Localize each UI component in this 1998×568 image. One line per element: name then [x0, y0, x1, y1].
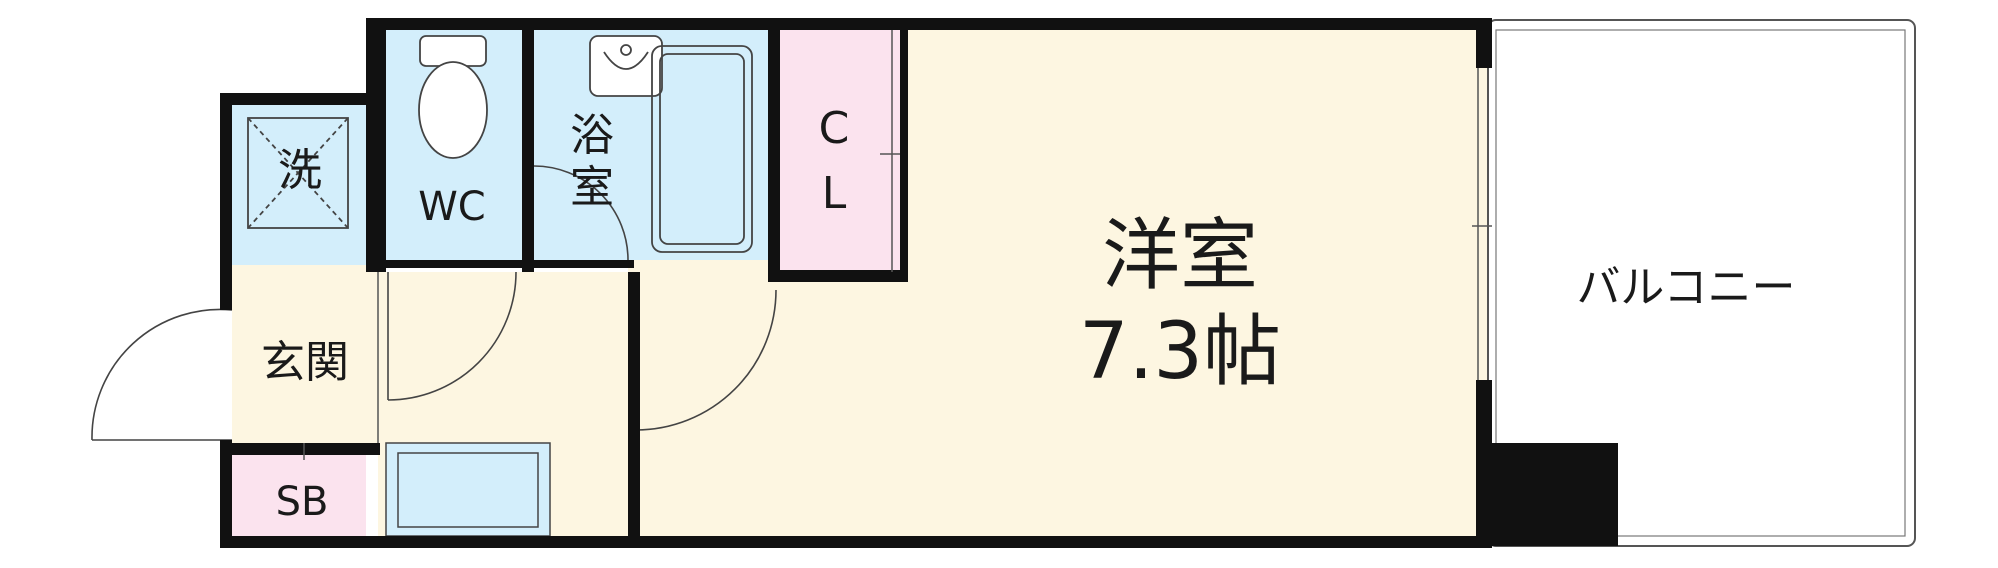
front-door-swing — [91, 308, 233, 441]
bath-label-line1: 浴 — [570, 110, 614, 161]
wc-label: WC — [418, 184, 485, 230]
western-room-label: 洋室 — [1102, 211, 1258, 301]
western-room-size: 7.3帖 — [1079, 307, 1281, 397]
doors — [91, 165, 777, 441]
washer-pan — [247, 117, 349, 229]
washbasin — [589, 35, 663, 97]
sink-basin — [397, 452, 539, 528]
balcony-label: バルコニー — [1576, 262, 1795, 313]
wc-door-swing — [387, 271, 517, 401]
bathtub-inner — [659, 53, 745, 245]
kitchen-counter — [385, 442, 551, 537]
entrance-floor — [232, 265, 378, 443]
shoebox-label: SB — [276, 479, 329, 525]
room-door-swing — [635, 289, 777, 431]
closet-label-line1: C — [819, 103, 850, 154]
bath-label-line2: 室 — [570, 162, 614, 213]
window-lines — [303, 30, 1492, 460]
closet-floor — [776, 30, 900, 272]
entrance-label: 玄関 — [261, 337, 349, 388]
walls — [220, 18, 1492, 548]
balcony — [1487, 19, 1916, 547]
hall-floor — [378, 272, 628, 443]
balcony-outdoor-unit — [1488, 443, 1618, 546]
laundry-floor — [232, 105, 366, 265]
bath-door-swing — [533, 165, 629, 261]
balcony-inner-rail — [1495, 29, 1906, 537]
bathtub — [651, 45, 753, 253]
closet-label-line2: L — [822, 168, 847, 219]
fixtures — [247, 35, 753, 253]
toilet-bowl — [418, 61, 488, 159]
laundry-label: 洗 — [278, 145, 322, 196]
room-labels: 洗 WC 浴 室 C L 洋室 7.3帖 バルコニー 玄関 SB — [261, 103, 1796, 525]
shoebox-floor — [232, 455, 366, 536]
